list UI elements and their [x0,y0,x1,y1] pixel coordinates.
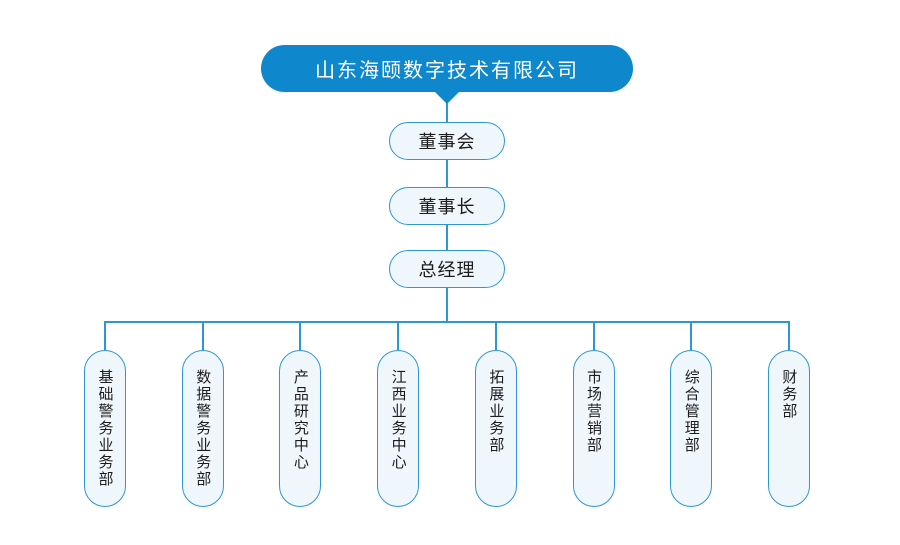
node-label: 董事会 [418,132,476,152]
department-label: 财务部 [780,369,798,420]
company-name-label: 山东海颐数字技术有限公司 [315,60,579,82]
department-label: 基础警务业务部 [96,369,114,488]
department-label: 数据警务业务部 [194,369,212,488]
connector-line-gm-to-branch [446,287,448,323]
department-label: 江西业务中心 [389,369,407,471]
org-node-department: 数据警务业务部 [181,321,224,507]
node-label: 董事长 [418,197,476,217]
org-node-department: 综合管理部 [670,321,713,507]
department-label: 市场营销部 [585,369,603,454]
connector-line-chairman-to-gm [446,224,448,251]
org-node-board-of-directors: 董事会 [389,122,505,160]
node-label: 总经理 [418,260,476,280]
department-label: 产品研究中心 [291,369,309,471]
org-node-chairman: 董事长 [389,187,505,225]
org-node-department: 产品研究中心 [279,321,322,507]
org-node-company-root: 山东海颐数字技术有限公司 [261,45,633,92]
org-node-general-manager: 总经理 [389,250,505,288]
org-node-department: 市场营销部 [572,321,615,507]
departments-row: 基础警务业务部 数据警务业务部 产品研究中心 江西业务中心 拓展业务部 市场营销… [84,321,810,507]
org-node-department: 拓展业务部 [474,321,517,507]
department-label: 拓展业务部 [487,369,505,454]
org-node-department: 江西业务中心 [377,321,420,507]
connector-line-board-to-chairman [446,159,448,188]
connector-branch-horizontal-line [104,321,790,323]
org-node-department: 基础警务业务部 [84,321,126,507]
root-pointer-triangle [433,90,461,104]
department-label: 综合管理部 [682,369,700,454]
connector-line-root-to-board [446,101,448,124]
org-node-department: 财务部 [767,321,810,507]
